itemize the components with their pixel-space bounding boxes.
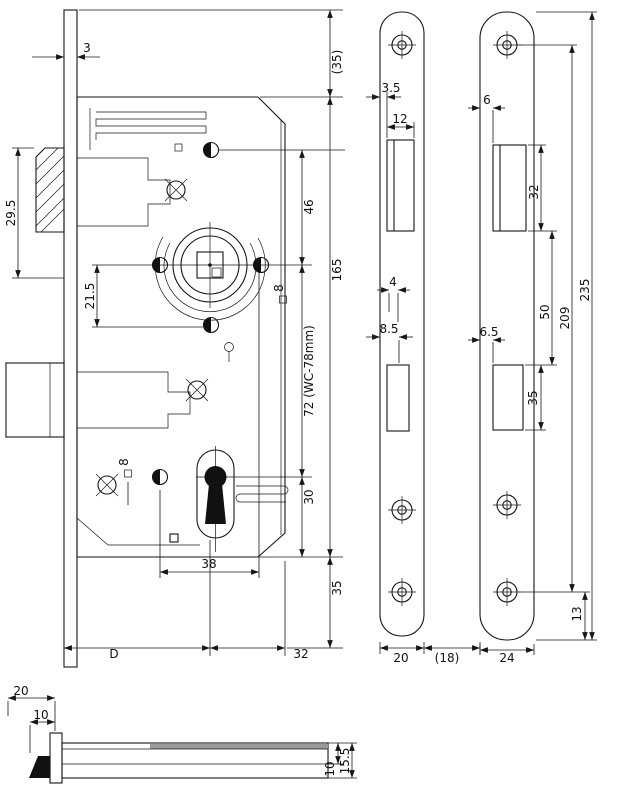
dim-label-total-thickness: 15.5 [338, 748, 352, 775]
lock-case-outline [76, 96, 286, 558]
faceplate-outline [479, 11, 535, 641]
dim-label-keyhole-to-bottom: 30 [302, 489, 316, 504]
screw-symbol [185, 378, 209, 402]
case-section [61, 742, 329, 779]
screw-hole [388, 578, 416, 606]
latch-bolt [35, 147, 65, 233]
faceplate-outline [379, 11, 425, 637]
narrow-dimension-labels: 3.5 12 4 8.5 20 (18) [379, 81, 459, 665]
spindle-square-hole [196, 251, 224, 279]
dim-label-hole-to-edge: 13 [570, 606, 584, 621]
screw-symbol [164, 178, 188, 202]
dim-label-latch-height: 29.5 [4, 200, 18, 227]
screw-hole [493, 491, 521, 519]
main-dimension-lines [15, 9, 333, 651]
dim-label-plate-width: 24 [499, 651, 514, 665]
dim-label-hub-square: 8 [272, 284, 286, 292]
dim-label-case-thickness: 10 [323, 761, 337, 776]
latch-section [29, 756, 50, 778]
latch-cutout [492, 144, 527, 232]
lock-body-view: 3 (35) 29.5 21.5 46 8 165 72 (WC-78mm) 3… [4, 9, 345, 668]
dim-label-plate-width: 20 [393, 651, 408, 665]
latch-cutout [386, 139, 415, 232]
dim-label-edge-to-cutout: 3.5 [381, 81, 400, 95]
dim-label-faceplate-thickness: 3 [83, 41, 91, 55]
screw-symbols [95, 178, 209, 497]
screw-hole [388, 31, 416, 59]
deadbolt [5, 362, 65, 438]
deadbolt-cutout [492, 364, 524, 431]
wide-dimension-labels: 6 32 50 209 235 6.5 35 13 24 [479, 93, 592, 665]
top-view-extension-lines [7, 701, 357, 779]
wide-faceplate-view: 6 32 50 209 235 6.5 35 13 24 [468, 11, 597, 665]
main-extension-lines [12, 9, 345, 656]
faceplate-edge [63, 9, 78, 668]
dim-label-hub-to-back: 32 [293, 647, 308, 661]
dim-label-bolt-gap: 4 [389, 275, 397, 289]
screw-hole [493, 31, 521, 59]
dim-label-plate-height: 235 [578, 279, 592, 302]
narrow-extension-lines [379, 92, 481, 654]
dim-label-bolt-edge: 6.5 [479, 325, 498, 339]
dim-label-latch-to-hub: 46 [302, 199, 316, 214]
half-filled-circle [151, 468, 169, 486]
dim-label-cutout-spacing: 50 [538, 304, 552, 319]
dim-label-edge-to-cutout: 6 [483, 93, 491, 107]
dim-label-latch-throw: 10 [33, 708, 48, 722]
square-marker [169, 533, 179, 543]
dim-label-hub-to-keyhole: 72 (WC-78mm) [302, 325, 316, 417]
top-view: 20 10 10 15.5 [7, 684, 357, 784]
half-filled-circle [202, 141, 220, 159]
square-symbol [124, 469, 132, 478]
keyhole [196, 449, 235, 539]
dim-label-bottom-margin: 35 [330, 580, 344, 595]
internal-mechanism [76, 108, 289, 552]
spindle-hub [172, 227, 248, 303]
square-symbol [279, 295, 287, 304]
screw-symbol [95, 473, 119, 497]
cover-shading [150, 744, 328, 749]
dim-label-backset: D [109, 647, 118, 661]
top-view-dimension-labels: 20 10 10 15.5 [13, 684, 352, 777]
top-view-dimension-lines [7, 695, 355, 778]
dim-label-top-extension: (35) [330, 50, 344, 75]
narrow-dimension-lines [366, 94, 480, 651]
screw-hole [388, 496, 416, 524]
wide-extension-lines [479, 11, 597, 655]
dim-label-bolt-offset: 8.5 [379, 322, 398, 336]
deadbolt-cutout [386, 364, 410, 432]
dim-label-hub-offset: 21.5 [83, 283, 97, 310]
dim-label-faceplate-width: 20 [13, 684, 28, 698]
dim-label-latch-cutout-width: 12 [392, 112, 407, 126]
wide-dimension-lines [468, 11, 595, 653]
pin-circle [224, 342, 234, 352]
screw-hole [493, 578, 521, 606]
dim-label-bolt-cutout-height: 35 [526, 390, 540, 405]
square-marker [174, 143, 183, 152]
half-filled-circle [202, 316, 220, 334]
dim-label-keyhole-bit: 8 [117, 458, 131, 466]
dim-label-hole-spacing: 209 [558, 307, 572, 330]
main-dimension-labels: 3 (35) 29.5 21.5 46 8 165 72 (WC-78mm) 3… [4, 41, 344, 661]
narrow-faceplate-view: 3.5 12 4 8.5 20 (18) [366, 11, 481, 665]
faceplate-section [49, 732, 63, 784]
dim-label-latch-cutout-height: 32 [527, 184, 541, 199]
dim-label-keyhole-width: 38 [201, 557, 216, 571]
dim-label-plate-gap: (18) [435, 651, 460, 665]
dim-label-case-height: 165 [330, 259, 344, 282]
